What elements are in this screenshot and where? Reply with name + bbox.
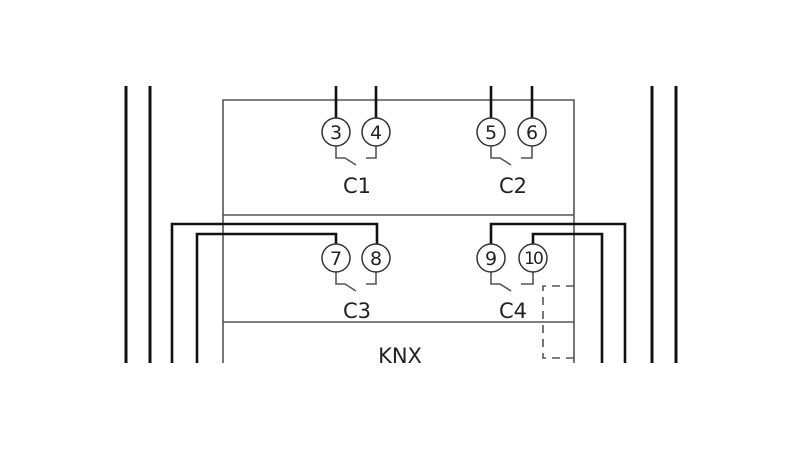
terminal-5: 5	[476, 117, 506, 147]
terminal-label: 7	[330, 248, 342, 270]
terminal-label: 4	[370, 122, 382, 144]
terminal-label: 6	[526, 122, 538, 144]
right-rails	[650, 86, 678, 363]
terminal-label: 3	[330, 122, 342, 144]
top-wires	[334, 86, 534, 118]
terminal-8: 8	[361, 243, 391, 273]
dashed-enclosure	[542, 285, 574, 359]
device-housing	[222, 99, 575, 363]
terminal-label: 9	[485, 248, 497, 270]
terminal-6: 6	[517, 117, 547, 147]
terminal-3: 3	[321, 117, 351, 147]
terminal-7: 7	[321, 243, 351, 273]
terminal-label: 5	[485, 122, 497, 144]
terminal-9: 9	[476, 243, 506, 273]
lower-wires	[170, 222, 627, 363]
contact-label-c3: C3	[343, 299, 371, 323]
terminal-label: 8	[370, 248, 382, 270]
contact-label-c4: C4	[499, 299, 527, 323]
terminal-label: 10	[524, 249, 543, 269]
terminal-4: 4	[361, 117, 391, 147]
contact-symbols	[335, 146, 534, 292]
left-rails	[124, 86, 152, 363]
contact-label-c2: C2	[499, 174, 527, 198]
contact-label-c1: C1	[343, 174, 371, 198]
terminal-10: 10	[518, 243, 548, 273]
bottom-margin	[0, 364, 800, 450]
